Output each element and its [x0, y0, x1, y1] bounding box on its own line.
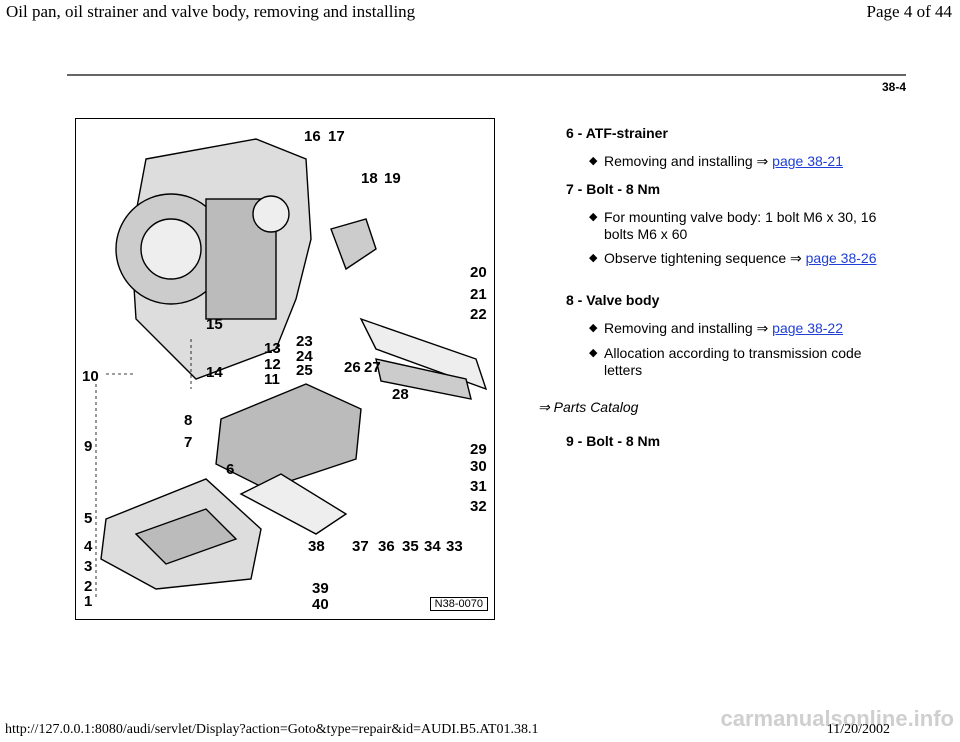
figure-id: N38-0070	[429, 597, 488, 611]
section-page-number: 38-4	[881, 80, 906, 94]
svg-text:10: 10	[82, 368, 99, 385]
svg-text:2: 2	[84, 578, 92, 595]
svg-text:12: 12	[264, 356, 281, 373]
svg-text:11: 11	[264, 371, 280, 388]
item-8-bullet-2: ◆ Allocation according to transmission c…	[589, 345, 862, 378]
svg-text:31: 31	[470, 478, 487, 495]
arrow-right-icon: ⇒	[538, 399, 550, 415]
item-9-title: 9 - Bolt - 8 Nm	[566, 433, 661, 449]
svg-text:15: 15	[206, 316, 223, 333]
item-7-bullet-2: ◆ Observe tightening sequence ⇒ page 38-…	[589, 250, 877, 266]
link-page-38-21[interactable]: page 38-21	[772, 153, 843, 169]
svg-text:1: 1	[84, 593, 92, 610]
svg-text:4: 4	[84, 538, 93, 555]
svg-text:6: 6	[226, 461, 234, 478]
svg-text:18: 18	[361, 170, 378, 187]
svg-text:30: 30	[470, 458, 487, 475]
svg-text:25: 25	[296, 362, 313, 379]
svg-text:16: 16	[304, 128, 321, 145]
svg-text:8: 8	[184, 412, 192, 429]
svg-text:37: 37	[352, 538, 369, 555]
diamond-bullet-icon: ◆	[589, 252, 598, 264]
svg-text:29: 29	[470, 441, 487, 458]
svg-text:28: 28	[392, 386, 409, 403]
link-page-38-26[interactable]: page 38-26	[805, 250, 877, 266]
svg-text:40: 40	[312, 596, 329, 613]
footer-url: http://127.0.0.1:8080/audi/servlet/Displ…	[5, 722, 539, 737]
item-8-title: 8 - Valve body	[566, 292, 660, 308]
item-7-bullet-1: ◆ For mounting valve body: 1 bolt M6 x 3…	[589, 209, 877, 242]
svg-text:14: 14	[206, 364, 223, 381]
header-rule	[67, 74, 906, 76]
diamond-bullet-icon: ◆	[589, 322, 598, 334]
arrow-right-icon: ⇒	[756, 320, 769, 336]
svg-text:32: 32	[470, 498, 487, 515]
diamond-bullet-icon: ◆	[589, 347, 598, 359]
svg-text:39: 39	[312, 580, 329, 597]
svg-text:19: 19	[384, 170, 401, 187]
parts-catalog-link[interactable]: ⇒ Parts Catalog	[538, 399, 639, 415]
item-6-bullet-1: ◆ Removing and installing ⇒ page 38-21	[589, 153, 843, 169]
svg-text:24: 24	[296, 348, 313, 365]
svg-text:9: 9	[84, 438, 92, 455]
svg-text:23: 23	[296, 333, 313, 350]
svg-text:27: 27	[364, 359, 381, 376]
document-title: Oil pan, oil strainer and valve body, re…	[6, 2, 416, 21]
arrow-right-icon: ⇒	[790, 250, 802, 266]
svg-text:20: 20	[470, 264, 487, 281]
svg-text:33: 33	[446, 538, 463, 555]
diamond-bullet-icon: ◆	[589, 155, 598, 167]
link-page-38-22[interactable]: page 38-22	[772, 320, 843, 336]
svg-text:21: 21	[470, 286, 487, 303]
svg-text:26: 26	[344, 359, 361, 376]
watermark: carmanualsonline.info	[720, 706, 955, 731]
svg-text:38: 38	[308, 538, 325, 555]
page-header: Oil pan, oil strainer and valve body, re…	[0, 0, 960, 26]
svg-text:17: 17	[328, 128, 345, 145]
footer-date: 11/20/2002	[826, 722, 890, 737]
item-7-title: 7 - Bolt - 8 Nm	[566, 181, 661, 197]
svg-text:5: 5	[84, 510, 92, 527]
item-8-bullet-1: ◆ Removing and installing ⇒ page 38-22	[589, 320, 843, 336]
page-indicator: Page 4 of 44	[866, 2, 952, 21]
svg-text:13: 13	[264, 340, 281, 357]
svg-text:35: 35	[402, 538, 419, 555]
arrow-right-icon: ⇒	[756, 153, 769, 169]
svg-text:3: 3	[84, 558, 92, 575]
svg-text:7: 7	[184, 434, 192, 451]
svg-text:34: 34	[424, 538, 441, 555]
svg-text:22: 22	[470, 306, 487, 323]
svg-text:36: 36	[378, 538, 395, 555]
item-6-title: 6 - ATF-strainer	[566, 125, 668, 141]
diamond-bullet-icon: ◆	[589, 211, 598, 223]
